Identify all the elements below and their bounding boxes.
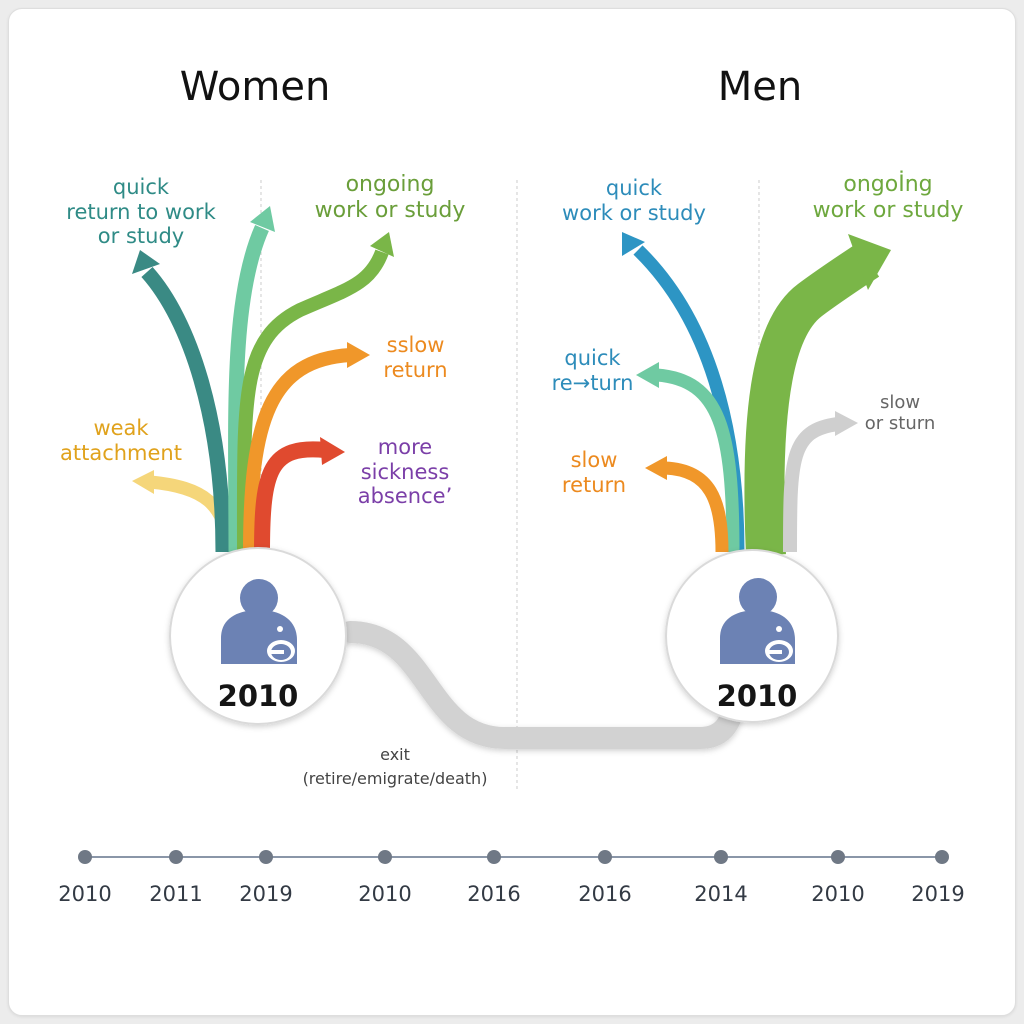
women-slow-return-flow: [243, 348, 351, 553]
title-women: Women: [179, 64, 331, 110]
women-label-weak-attachment: weak attachment: [60, 416, 182, 465]
timeline-dot: [169, 850, 183, 864]
timeline-year: 2019: [911, 882, 965, 906]
person-with-baby-icon: [221, 579, 297, 664]
men-quick-return-arrowhead: [636, 362, 659, 388]
exit-path: [339, 621, 746, 749]
men-ongoing-flow: [744, 243, 880, 556]
timeline-dot: [598, 850, 612, 864]
men-slow-return-flow: [664, 461, 729, 553]
women-origin-year: 2010: [217, 679, 299, 713]
women-quick-return-arrowhead: [132, 250, 160, 274]
women-slow-return-arrowhead: [347, 342, 370, 368]
men-slow-sturn-arrowhead: [835, 411, 858, 436]
men-slow-sturn-flow: [783, 417, 840, 553]
men-quick-return-flow: [656, 368, 740, 553]
timeline-year: 2014: [694, 882, 748, 906]
timeline-year: 2010: [58, 882, 112, 906]
women-sickness-arrowhead: [320, 437, 345, 465]
women-ongoing-arrowhead: [370, 232, 394, 257]
timeline-year: 2011: [149, 882, 203, 906]
women-quick-return-mint-arrowhead: [250, 206, 275, 232]
men-ongoing-arrowhead: [848, 234, 891, 290]
men-label-quick-return: quick re→turn: [551, 346, 634, 395]
women-label-slow-return: sslow return: [383, 333, 448, 382]
title-men: Men: [717, 64, 803, 110]
women-sickness-flow: [254, 441, 326, 553]
timeline-dot: [714, 850, 728, 864]
women-label-sickness-absence: more sickness absence’: [357, 435, 453, 509]
men-origin-year: 2010: [716, 679, 798, 713]
timeline-year: 2019: [239, 882, 293, 906]
men-label-slow-sturn: slow or sturn: [864, 392, 936, 435]
men-label-quick-work: quick work or study: [562, 176, 706, 225]
timeline-dot: [487, 850, 501, 864]
women-label-quick-return: quick return to work or study: [66, 175, 216, 249]
timeline-dot: [935, 850, 949, 864]
exit-label: exit (retire/emigrate/death): [302, 745, 488, 788]
women-quick-return-mint-flow: [228, 224, 269, 553]
women-ongoing-flow: [236, 249, 389, 553]
men-label-ongoing: ongoİng work or study: [812, 172, 964, 223]
women-label-ongoing: ongoing work or study: [314, 172, 466, 223]
women-quick-return-flow: [141, 266, 231, 553]
timeline-year: 2010: [811, 882, 865, 906]
men-slow-return-arrowhead: [645, 456, 667, 480]
timeline-dot: [259, 850, 273, 864]
men-quick-work-arrowhead: [622, 232, 645, 256]
diagram-card: [8, 8, 1016, 1016]
timeline-dot: [78, 850, 92, 864]
timeline-year: 2016: [578, 882, 632, 906]
men-label-slow-return: slow return: [561, 448, 627, 497]
timeline-dots: [78, 850, 949, 864]
timeline-dot: [831, 850, 845, 864]
person-with-baby-icon: [720, 578, 795, 664]
timeline-dot: [378, 850, 392, 864]
timeline-year: 2010: [358, 882, 412, 906]
timeline-year: 2016: [467, 882, 521, 906]
women-weak-attachment-arrowhead: [132, 470, 154, 494]
